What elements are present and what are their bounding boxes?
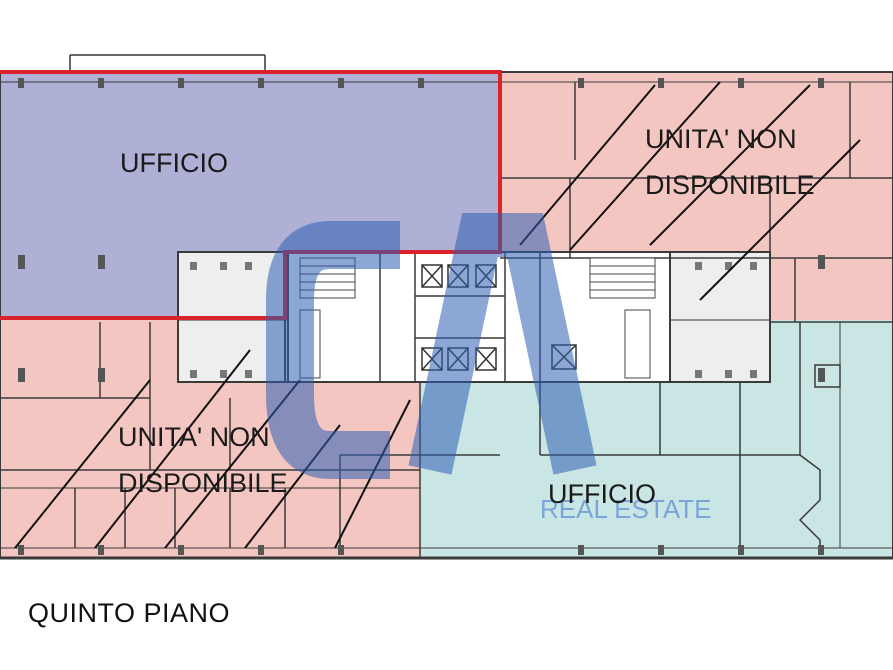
label-top-right-unavailable-1: UNITA' NON bbox=[645, 124, 797, 154]
ca-watermark-logo bbox=[266, 213, 597, 479]
unavailable-zone-right-strip bbox=[770, 258, 893, 322]
label-bottom-right-office: UFFICIO bbox=[548, 479, 656, 509]
label-top-right-unavailable-2: DISPONIBILE bbox=[645, 170, 815, 200]
toilet-fixtures bbox=[190, 262, 757, 378]
toilets-right bbox=[670, 252, 770, 382]
top-terrace bbox=[69, 54, 266, 72]
structural-columns bbox=[18, 78, 825, 555]
label-bottom-left-unavailable-2: DISPONIBILE bbox=[118, 468, 288, 498]
label-top-left-office: UFFICIO bbox=[120, 148, 228, 178]
label-bottom-left-unavailable-1: UNITA' NON bbox=[118, 422, 270, 452]
floor-label: QUINTO PIANO bbox=[28, 598, 231, 628]
watermark-text: REAL ESTATE bbox=[540, 494, 711, 524]
